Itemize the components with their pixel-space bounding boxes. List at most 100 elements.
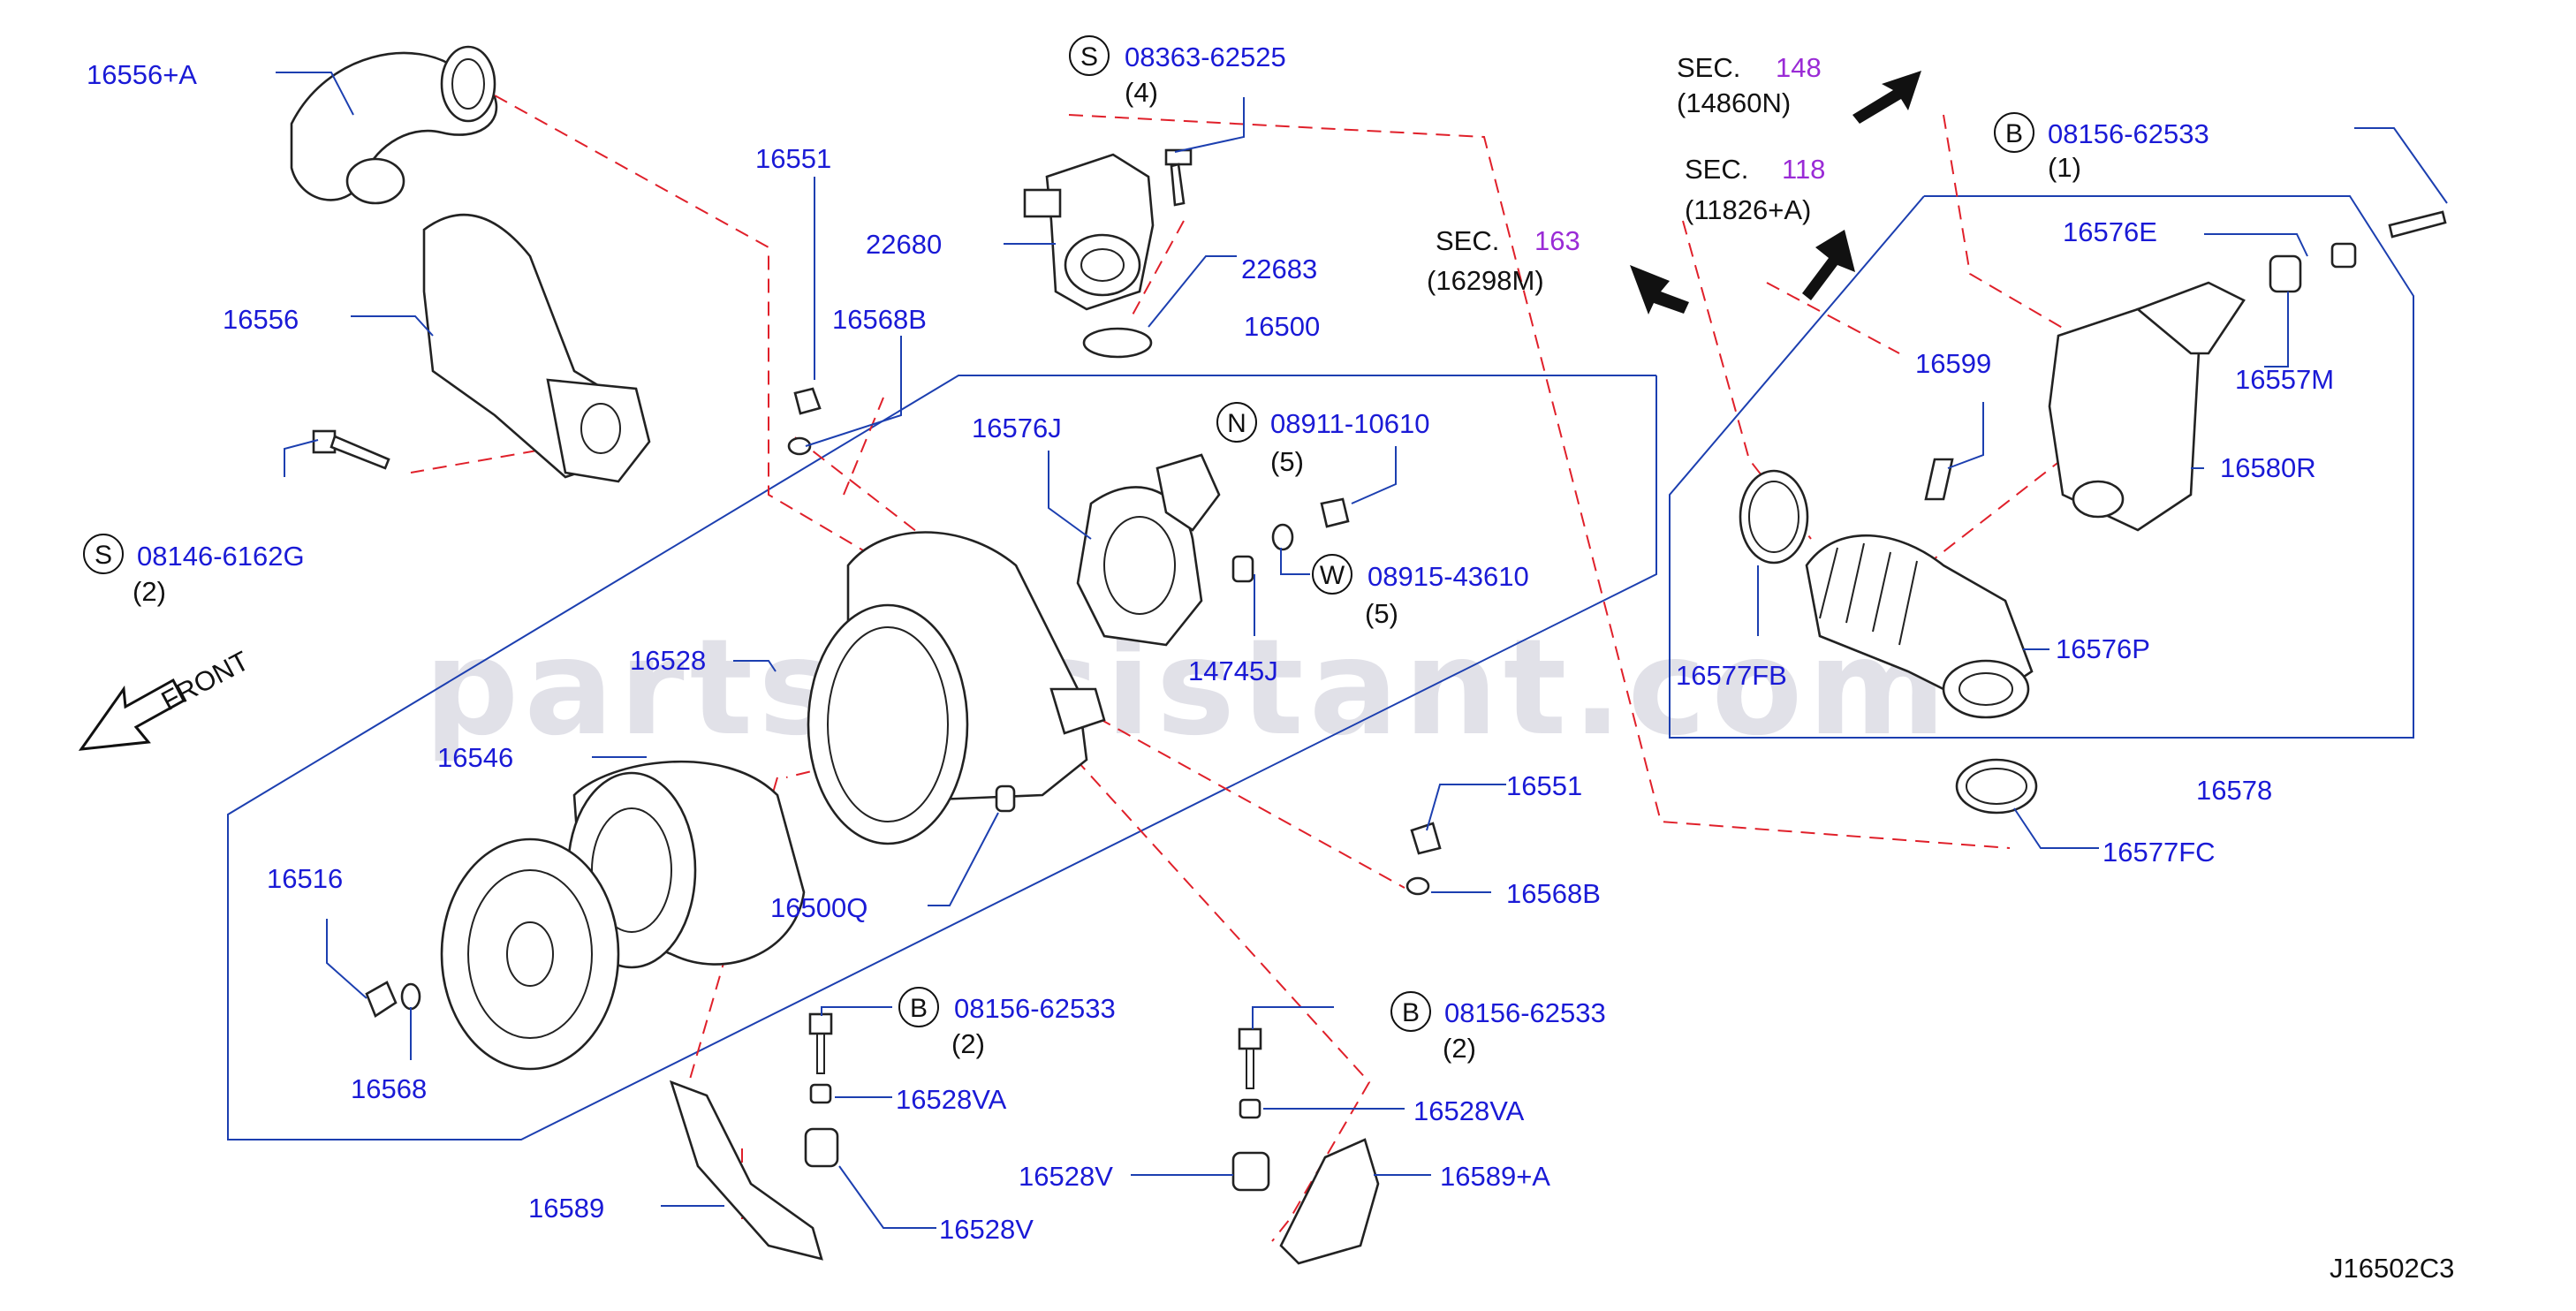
diagram-code: J16502C3 [2330, 1253, 2454, 1284]
label-16557m: 16557M [2235, 364, 2334, 395]
label-16568b-bottom: 16568B [1506, 878, 1601, 909]
watermark-text: partsassistant.com [424, 611, 1951, 765]
sec163-code: (16298M) [1427, 265, 1544, 296]
callout-symbol: N [1227, 409, 1246, 438]
label-16528v-right: 16528V [1019, 1161, 1113, 1192]
label-16568: 16568 [351, 1073, 427, 1104]
callout-b-08156-top: B 08156-62533 (1) [1994, 112, 2209, 183]
label-16568b-top: 16568B [832, 304, 927, 335]
sec148-number: 148 [1776, 52, 1822, 83]
callout-symbol-circle [1312, 554, 1352, 595]
callout-symbol: W [1320, 561, 1345, 590]
cover-16516-drawing [440, 837, 620, 1071]
callout-symbol: B [910, 994, 928, 1023]
label-16528va-left: 16528VA [896, 1084, 1007, 1115]
label-16580r: 16580R [2220, 452, 2316, 483]
label-16576e: 16576E [2063, 216, 2157, 247]
air-cleaner-16528-drawing [807, 531, 1106, 845]
clamp-16577fc-drawing [1955, 758, 2038, 815]
section-ref-163: SEC. 163 (16298M) [1427, 225, 1580, 296]
arrow-sec118-icon [1802, 230, 1855, 300]
label-16551-bottom: 16551 [1506, 770, 1582, 801]
leader-lines [276, 72, 2448, 1229]
label-16528: 16528 [630, 645, 706, 676]
callout-b-08156-left: B 08156-62533 (2) [898, 987, 1116, 1059]
callout-s-08146: S 08146-6162G (2) [83, 534, 305, 607]
dashed-connection-lines [410, 95, 2086, 1242]
bellows-16576p-drawing [1805, 534, 2034, 719]
grommet-16557m-drawing [2269, 210, 2447, 293]
callout-part-number: 08156-62533 [2048, 118, 2209, 149]
callout-symbol: S [1080, 42, 1098, 72]
label-16500q: 16500Q [770, 892, 868, 923]
callout-w-08915: W 08915-43610 (5) [1312, 554, 1529, 629]
label-16528va-right: 16528VA [1413, 1095, 1525, 1126]
hardware-14745j-drawing [1231, 497, 1350, 583]
callout-part-number: 08156-62533 [1444, 997, 1606, 1028]
sec118-prefix: SEC. [1685, 154, 1748, 185]
label-16576p: 16576P [2056, 633, 2150, 664]
label-16577fc: 16577FC [2102, 837, 2216, 868]
callout-part-number: 08911-10610 [1270, 408, 1429, 439]
sec118-code: (11826+A) [1685, 194, 1811, 225]
callout-symbol-circle [1216, 402, 1257, 443]
label-16551-top: 16551 [755, 143, 831, 174]
sec163-prefix: SEC. [1436, 225, 1499, 256]
label-16576j: 16576J [972, 413, 1062, 443]
callout-symbol-circle [898, 987, 939, 1027]
label-14745j: 14745J [1188, 656, 1278, 686]
callout-quantity: (4) [1125, 77, 1158, 108]
sec148-code: (14860N) [1677, 87, 1791, 118]
sec118-number: 118 [1782, 154, 1825, 185]
label-16516: 16516 [267, 863, 343, 894]
sec163-number: 163 [1534, 225, 1580, 256]
callout-n-08911: N 08911-10610 (5) [1216, 402, 1429, 477]
label-16578: 16578 [2196, 775, 2272, 806]
label-16546: 16546 [437, 742, 513, 773]
section-arrows [1630, 71, 1921, 314]
label-16500: 16500 [1244, 311, 1320, 342]
callout-part-number: 08146-6162G [137, 541, 305, 572]
bracket-16589a-drawing [1279, 1138, 1380, 1265]
label-16528v-left: 16528V [939, 1214, 1034, 1245]
callout-quantity: (2) [1443, 1033, 1476, 1064]
mount-hardware-drawing [804, 1012, 1270, 1192]
label-22683: 22683 [1241, 254, 1317, 284]
flange-16576j-drawing [1076, 453, 1221, 647]
callout-quantity: (2) [133, 576, 166, 607]
section-ref-148: SEC. 148 (14860N) [1677, 52, 1822, 118]
assembly-frame-16578 [1669, 195, 2414, 739]
bolt-08146-drawing [312, 429, 390, 470]
callout-symbol: B [1402, 998, 1420, 1027]
duct-16556a-drawing [290, 45, 498, 205]
label-16556a: 16556+A [87, 59, 197, 90]
front-arrow: FRONT [78, 645, 254, 751]
resonator-16580r-drawing [2048, 281, 2246, 532]
label-16599: 16599 [1915, 348, 1991, 379]
label-16589a: 16589+A [1440, 1161, 1550, 1192]
oring-22683-drawing [1082, 327, 1153, 359]
bracket-16589-drawing [669, 1080, 823, 1261]
callout-part-number: 08363-62525 [1125, 42, 1286, 72]
callout-quantity: (5) [1270, 446, 1304, 477]
label-16556: 16556 [223, 304, 299, 335]
section-ref-118: SEC. 118 (11826+A) [1685, 154, 1825, 225]
callout-s-08363: S 08363-62525 (4) [1069, 35, 1286, 108]
assembly-frame-16500 [227, 375, 1657, 1140]
arrow-sec163-icon [1630, 265, 1689, 314]
callout-symbol-circle [83, 534, 124, 574]
callout-quantity: (1) [2048, 152, 2081, 183]
callout-part-number: 08156-62533 [954, 993, 1116, 1024]
clamp-16577fb-drawing [1739, 469, 1809, 565]
wing-nuts-drawing [365, 387, 1442, 1018]
part-labels: 16556+A 16556 16551 16568B 22680 22683 1… [87, 59, 2334, 1245]
hose-16599-drawing [1924, 458, 1954, 501]
callout-symbol-circle [1069, 35, 1110, 76]
front-arrow-icon [78, 678, 186, 751]
label-22680: 22680 [866, 229, 942, 260]
callout-symbol: S [95, 541, 112, 570]
callout-part-number: 08915-43610 [1368, 561, 1529, 592]
callout-symbol-circle [1994, 112, 2034, 153]
sec148-prefix: SEC. [1677, 52, 1740, 83]
